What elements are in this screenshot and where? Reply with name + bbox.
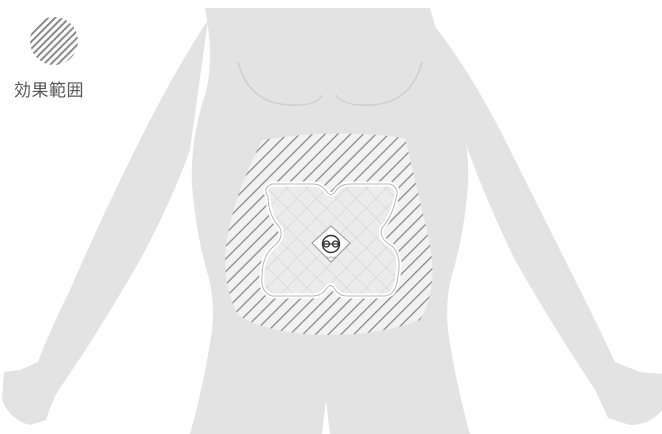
- device-logo-text: SIXPAD: [326, 256, 335, 260]
- legend-label: 効果範囲: [14, 76, 106, 101]
- right-arm: [430, 20, 662, 425]
- hatch-swatch-icon: [29, 16, 79, 66]
- ems-pad: SIXPAD: [262, 184, 399, 296]
